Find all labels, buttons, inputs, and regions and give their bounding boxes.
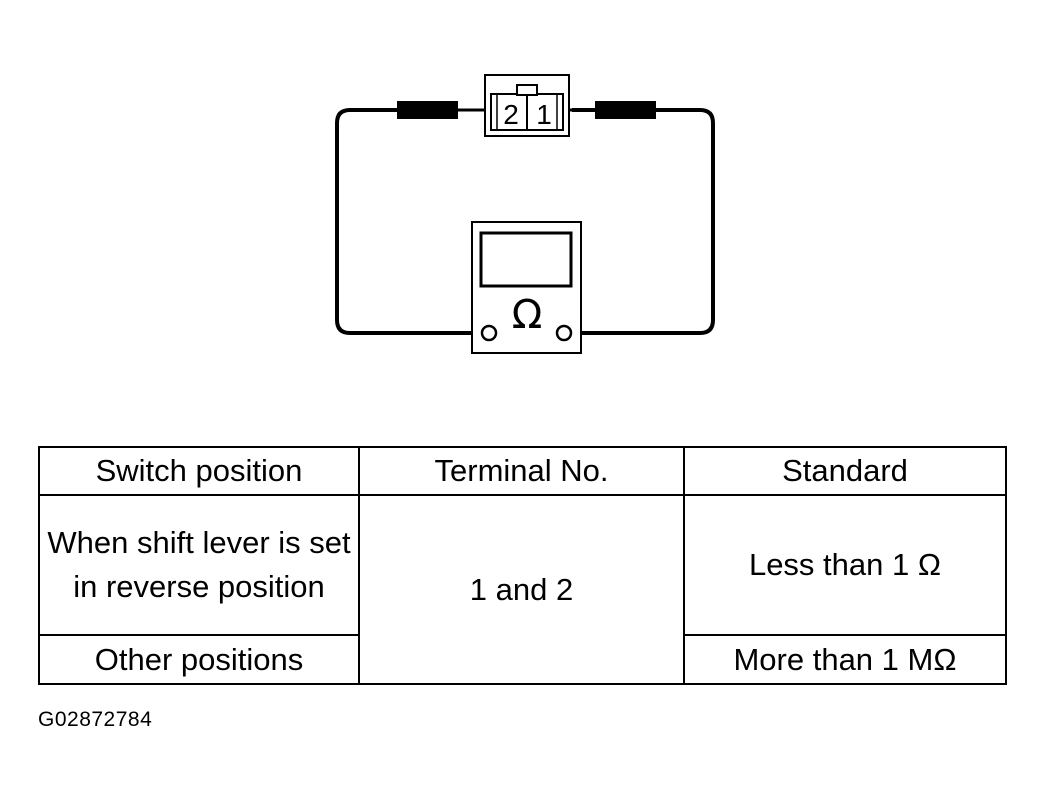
- header-standard: Standard: [683, 446, 1007, 496]
- switch-resistance-table: Switch position Terminal No. Standard Wh…: [38, 446, 1007, 685]
- terminal-1-label: 1: [536, 99, 552, 130]
- probe-lead-left: [397, 101, 458, 119]
- ohmmeter: Ω: [471, 221, 582, 354]
- switch-connector: 2 1: [484, 74, 570, 137]
- table-row: Other positions More than 1 MΩ: [38, 634, 1007, 685]
- ohm-symbol-icon: Ω: [512, 292, 543, 338]
- ohmmeter-display: [479, 231, 573, 288]
- probe-lead-right: [595, 101, 656, 119]
- cell-switch-position-other: Other positions: [38, 634, 360, 685]
- header-terminal-no: Terminal No.: [358, 446, 685, 496]
- meter-terminal-left: [480, 324, 498, 342]
- cell-text: When shift lever is set in reverse posit…: [47, 525, 351, 604]
- figure-code: G02872784: [38, 708, 153, 731]
- table-row: When shift lever is set in reverse posit…: [38, 494, 1007, 685]
- terminal-2-label: 2: [503, 99, 519, 130]
- circuit-wire: [335, 108, 715, 335]
- cell-switch-position-reverse: When shift lever is set in reverse posit…: [38, 494, 360, 636]
- header-switch-position: Switch position: [38, 446, 360, 496]
- ohmmeter-test-diagram: 2 1 Ω: [335, 74, 715, 354]
- cell-standard-other: More than 1 MΩ: [683, 634, 1007, 685]
- cell-terminal: 1 and 2: [358, 494, 685, 685]
- meter-terminal-right: [555, 324, 573, 342]
- table-header-row: Switch position Terminal No. Standard: [38, 446, 1007, 496]
- cell-standard-reverse: Less than 1 Ω: [683, 494, 1007, 636]
